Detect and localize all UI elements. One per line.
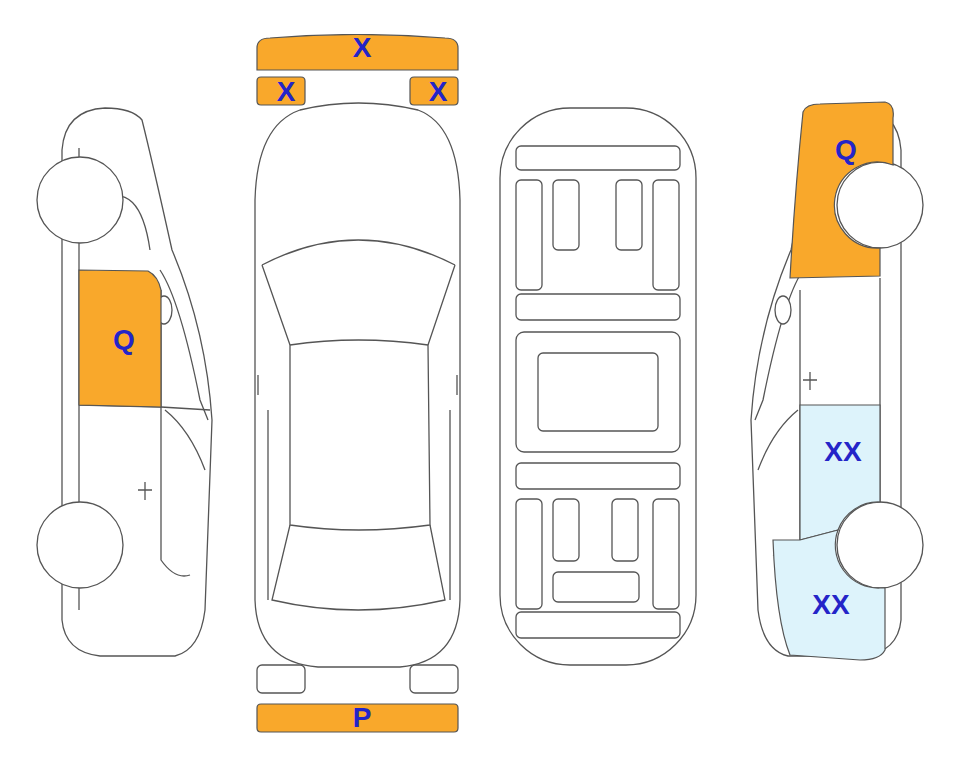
damage-code: Q: [835, 136, 857, 164]
damage-code: X: [429, 78, 448, 106]
door-panel: XX: [797, 402, 883, 543]
left-side-car: [37, 108, 212, 656]
damage-code: X: [353, 34, 372, 62]
damage-code: XX: [812, 591, 849, 619]
door-panel: Q: [76, 267, 166, 410]
damage-code: X: [277, 78, 296, 106]
bottom-view-car: [500, 108, 696, 665]
panel-shape: [787, 99, 897, 281]
fender-panel: Q: [787, 99, 897, 281]
damage-code: P: [353, 704, 372, 732]
headlight-panel: X: [407, 74, 461, 108]
damage-code: XX: [824, 438, 861, 466]
damage-code: Q: [113, 326, 135, 354]
quarter-panel: XX: [769, 526, 888, 663]
rear-bumper-panel: P: [254, 701, 461, 736]
headlight-panel: X: [254, 74, 308, 108]
panel-shape: [797, 402, 883, 543]
front-bumper-panel: X: [254, 34, 461, 74]
top-view-car: [255, 103, 460, 693]
